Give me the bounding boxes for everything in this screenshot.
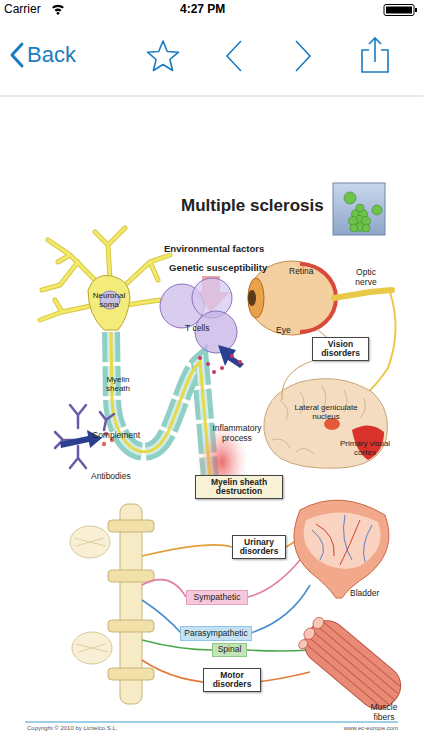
star-icon (148, 41, 179, 71)
node-text: Motor disorders (206, 671, 258, 690)
back-chevron (12, 44, 22, 66)
carrier-name: Carrier (4, 3, 41, 16)
neuron (40, 228, 170, 330)
node-text: Vision disorders (315, 340, 366, 359)
part-label: Retina (289, 267, 314, 277)
nerve-band: Sympathetic (186, 590, 248, 605)
node-text: Parasympathetic (184, 629, 247, 638)
cytokines (198, 354, 242, 374)
nav-separator (0, 96, 423, 97)
back-button: Back (27, 43, 76, 68)
part-label: Bladder (350, 589, 379, 599)
factor-label: Environmental factors (164, 244, 264, 255)
part-label: Antibodies (91, 472, 131, 482)
part-label: Neuronal soma (84, 292, 134, 310)
symptom-box: Vision disorders (312, 337, 369, 361)
nerve-band: Parasympathetic (180, 626, 252, 641)
nerve-lines (142, 535, 310, 684)
title-icon (333, 183, 385, 235)
t-cells (160, 278, 237, 353)
node-text: Spinal (218, 645, 242, 654)
next-chevron (296, 41, 310, 71)
attack-arrow (218, 345, 244, 368)
prev-chevron (227, 41, 241, 71)
nerve-band: Spinal (212, 643, 247, 657)
part-label: Lateral geniculate nucleus (280, 404, 372, 422)
part-label: Complement (92, 431, 140, 441)
bladder (294, 500, 389, 598)
clock-time: 4:27 PM (180, 3, 225, 16)
factor-label: Genetic susceptibility (169, 263, 267, 274)
part-label: Eye (276, 326, 291, 336)
part-label: Inflammatory process (205, 424, 269, 443)
symptom-box: Myelin sheath destruction (195, 475, 283, 499)
part-label: Optic nerve (346, 268, 386, 287)
battery-icon (384, 5, 417, 16)
part-label: Muscle fibers (364, 703, 404, 722)
node-text: Myelin sheath destruction (198, 478, 280, 497)
muscle-fibers (294, 611, 409, 717)
node-text: Urinary disorders (235, 538, 283, 557)
website-note: www.ec-europe.com (322, 725, 398, 732)
diagram-title: Multiple sclerosis (181, 196, 324, 216)
symptom-box: Motor disorders (203, 668, 261, 692)
part-label: Primary visual cortex (337, 440, 393, 458)
footer-rule (25, 722, 398, 723)
symptom-box: Urinary disorders (232, 535, 286, 559)
copyright-note: Copyright © 2010 by Licitelco S.L. (27, 725, 117, 732)
myelin-axon (111, 332, 210, 478)
part-label: T cells (185, 324, 209, 334)
part-label: Myelin sheath (98, 376, 138, 394)
share-icon (362, 38, 388, 72)
node-text: Sympathetic (194, 593, 241, 602)
wifi-icon (52, 5, 64, 15)
spinal-cord (70, 504, 154, 704)
